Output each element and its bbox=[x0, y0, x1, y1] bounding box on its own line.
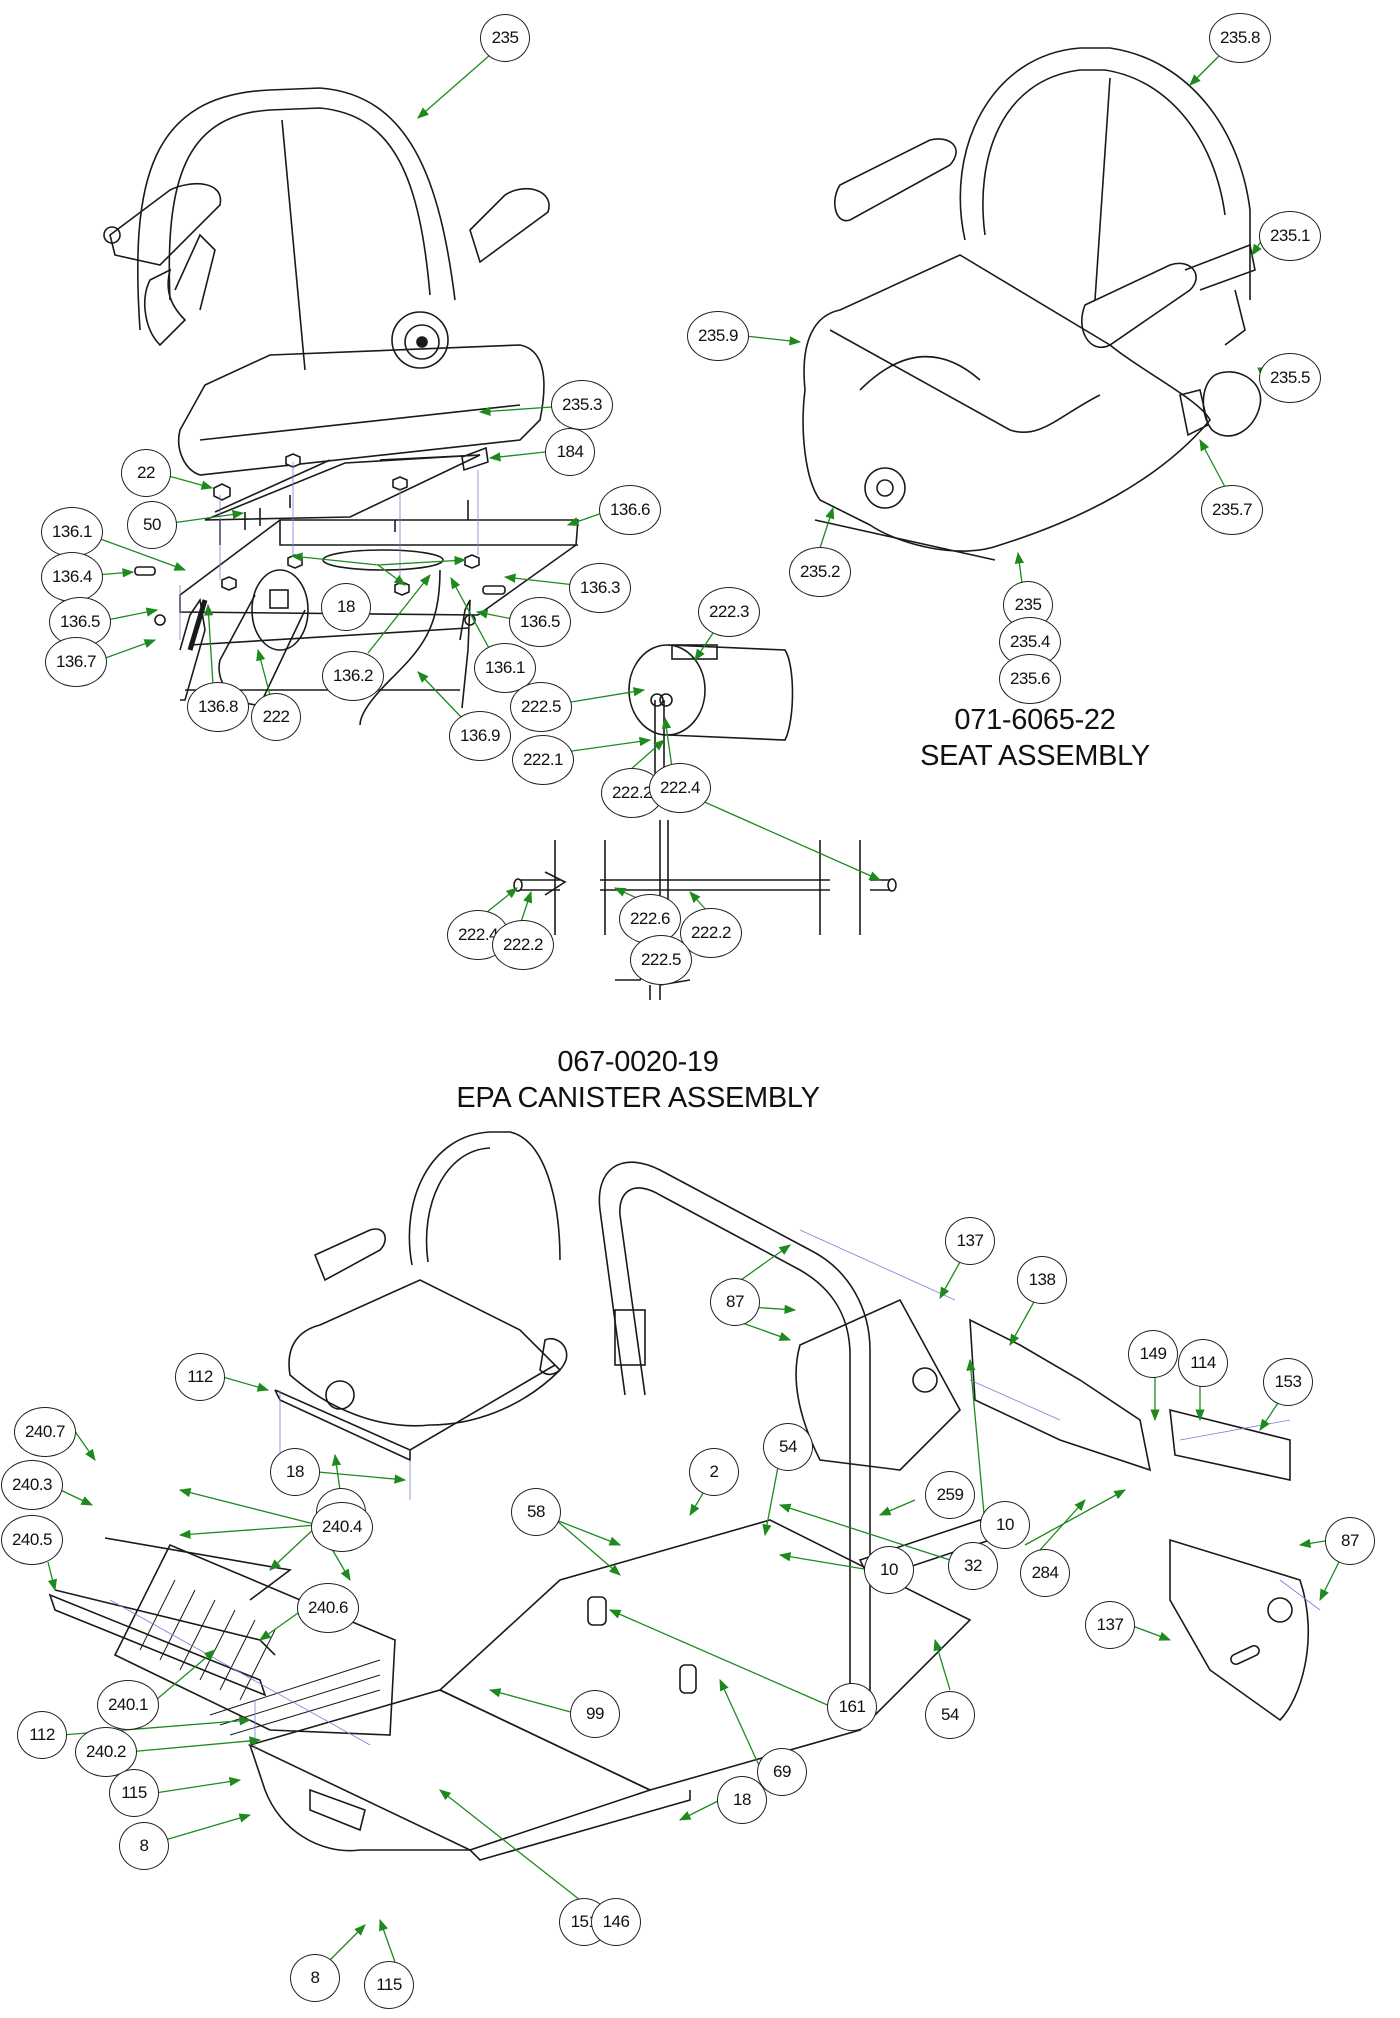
callout-10[interactable]: 10 bbox=[864, 1546, 914, 1594]
frame-assembly-drawing bbox=[48, 1131, 1310, 1861]
callout-136-1-right[interactable]: 136.1 bbox=[474, 643, 536, 693]
callout-146[interactable]: 146 bbox=[591, 1898, 641, 1946]
callout-87[interactable]: 87 bbox=[1325, 1517, 1375, 1565]
callout-235-9[interactable]: 235.9 bbox=[687, 311, 749, 361]
callout-136-6[interactable]: 136.6 bbox=[599, 485, 661, 535]
callout-240-2[interactable]: 240.2 bbox=[75, 1727, 137, 1777]
callout-136-4[interactable]: 136.4 bbox=[41, 552, 103, 602]
callout-32[interactable]: 32 bbox=[948, 1542, 998, 1590]
callout-222-2-left[interactable]: 222.2 bbox=[492, 920, 554, 970]
epa-canister-label: EPA CANISTER ASSEMBLY bbox=[456, 1082, 820, 1114]
seat-assembly-label: SEAT ASSEMBLY bbox=[920, 740, 1150, 772]
callout-54[interactable]: 54 bbox=[763, 1423, 813, 1471]
callout-222-4-top[interactable]: 222.4 bbox=[649, 763, 711, 813]
callout-235-3[interactable]: 235.3 bbox=[551, 380, 613, 430]
callout-58[interactable]: 58 bbox=[511, 1488, 561, 1536]
seat-assembly-title: 071-6065-22 SEAT ASSEMBLY bbox=[920, 702, 1150, 774]
callout-22[interactable]: 22 bbox=[121, 449, 171, 497]
callout-240-1[interactable]: 240.1 bbox=[97, 1680, 159, 1730]
callout-136-1-left[interactable]: 136.1 bbox=[41, 507, 103, 557]
callout-149[interactable]: 149 bbox=[1128, 1330, 1178, 1378]
callout-259[interactable]: 259 bbox=[925, 1471, 975, 1519]
callout-18[interactable]: 18 bbox=[717, 1776, 767, 1824]
callout-284[interactable]: 284 bbox=[1020, 1549, 1070, 1597]
callout-235-7[interactable]: 235.7 bbox=[1201, 485, 1263, 535]
callout-240-6[interactable]: 240.6 bbox=[297, 1583, 359, 1633]
callout-184[interactable]: 184 bbox=[545, 428, 595, 476]
callout-112[interactable]: 112 bbox=[175, 1353, 225, 1401]
callout-136-3[interactable]: 136.3 bbox=[569, 563, 631, 613]
callout-222-1[interactable]: 222.1 bbox=[512, 735, 574, 785]
callout-50[interactable]: 50 bbox=[127, 501, 177, 549]
projection-lines bbox=[179, 462, 479, 640]
callout-235-5[interactable]: 235.5 bbox=[1259, 353, 1321, 403]
epa-canister-part-number: 067-0020-19 bbox=[557, 1046, 719, 1078]
callout-235-1[interactable]: 235.1 bbox=[1259, 211, 1321, 261]
epa-canister-title: 067-0020-19 EPA CANISTER ASSEMBLY bbox=[456, 1044, 820, 1116]
callout-136-8[interactable]: 136.8 bbox=[187, 682, 249, 732]
callout-222-5-bottom[interactable]: 222.5 bbox=[630, 935, 692, 985]
callout-153[interactable]: 153 bbox=[1263, 1358, 1313, 1406]
callout-8[interactable]: 8 bbox=[290, 1954, 340, 2002]
callout-136-9[interactable]: 136.9 bbox=[449, 711, 511, 761]
callout-18[interactable]: 18 bbox=[270, 1448, 320, 1496]
callout-222-2-right[interactable]: 222.2 bbox=[680, 908, 742, 958]
callout-240-3[interactable]: 240.3 bbox=[1, 1460, 63, 1510]
callout-2[interactable]: 2 bbox=[689, 1448, 739, 1496]
callout-115[interactable]: 115 bbox=[109, 1769, 159, 1817]
callout-222-5-top[interactable]: 222.5 bbox=[510, 682, 572, 732]
callout-161[interactable]: 161 bbox=[827, 1683, 877, 1731]
frame-projection-lines bbox=[109, 1229, 1321, 1750]
callout-222-3[interactable]: 222.3 bbox=[698, 587, 760, 637]
callout-137[interactable]: 137 bbox=[1085, 1601, 1135, 1649]
callout-235-8[interactable]: 235.8 bbox=[1209, 13, 1271, 63]
callout-240-5[interactable]: 240.5 bbox=[1, 1515, 63, 1565]
callout-8[interactable]: 8 bbox=[119, 1822, 169, 1870]
callout-136-7[interactable]: 136.7 bbox=[45, 637, 107, 687]
callout-222[interactable]: 222 bbox=[251, 693, 301, 741]
seat-assembly-part-number: 071-6065-22 bbox=[954, 704, 1116, 736]
callout-69[interactable]: 69 bbox=[757, 1748, 807, 1796]
callout-87[interactable]: 87 bbox=[710, 1278, 760, 1326]
callout-99[interactable]: 99 bbox=[570, 1690, 620, 1738]
callout-112[interactable]: 112 bbox=[17, 1711, 67, 1759]
callout-235-2[interactable]: 235.2 bbox=[789, 547, 851, 597]
exploded-seat-drawing bbox=[103, 87, 579, 726]
callout-235[interactable]: 235 bbox=[480, 14, 530, 62]
seat-assembly-drawing bbox=[802, 47, 1262, 561]
callout-10[interactable]: 10 bbox=[980, 1501, 1030, 1549]
callout-114[interactable]: 114 bbox=[1178, 1339, 1228, 1387]
callout-18[interactable]: 18 bbox=[321, 583, 371, 631]
callout-240-4[interactable]: 240.4 bbox=[311, 1502, 373, 1552]
callout-235-6[interactable]: 235.6 bbox=[999, 654, 1061, 704]
callout-138[interactable]: 138 bbox=[1017, 1256, 1067, 1304]
callout-137[interactable]: 137 bbox=[945, 1217, 995, 1265]
callout-54[interactable]: 54 bbox=[925, 1691, 975, 1739]
callout-136-2[interactable]: 136.2 bbox=[322, 651, 384, 701]
callout-136-5-right[interactable]: 136.5 bbox=[509, 597, 571, 647]
callout-115[interactable]: 115 bbox=[364, 1961, 414, 2009]
callout-240-7[interactable]: 240.7 bbox=[14, 1407, 76, 1457]
